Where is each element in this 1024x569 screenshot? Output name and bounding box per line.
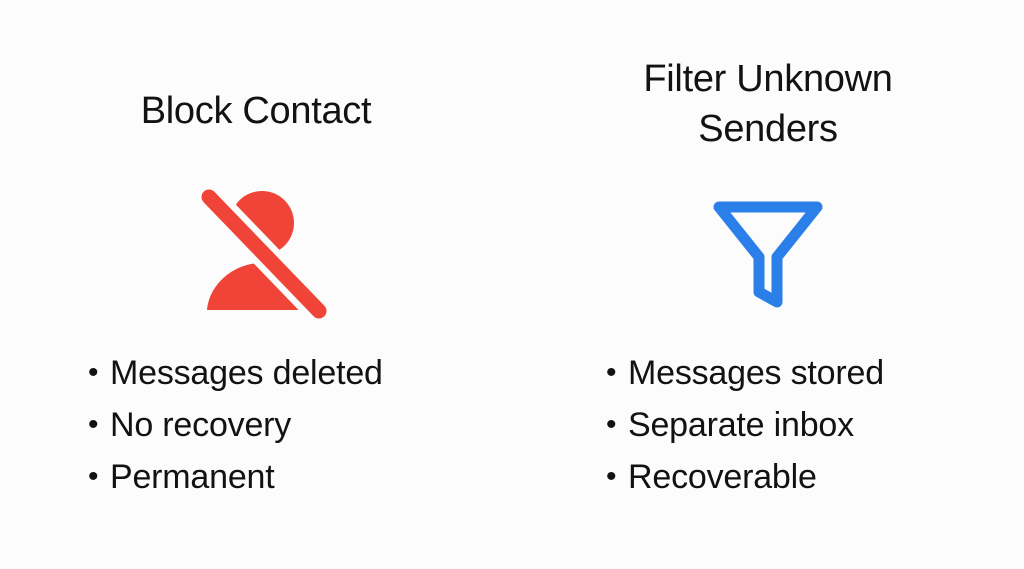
- bullet-dot-icon: •: [606, 356, 617, 389]
- bullet-dot-icon: •: [88, 408, 99, 441]
- funnel-filter-icon: [713, 201, 823, 308]
- bullet-dot-icon: •: [606, 408, 617, 441]
- bullet-dot-icon: •: [88, 460, 99, 493]
- list-item: • No recovery: [88, 399, 383, 451]
- bullet-label: Permanent: [110, 458, 275, 496]
- bullet-label: No recovery: [110, 406, 292, 444]
- list-item: • Separate inbox: [606, 399, 884, 451]
- comparison-column-filter-unknown-senders: Filter Unknown Senders • Messages stored…: [512, 0, 1024, 569]
- bullet-dot-icon: •: [606, 460, 617, 493]
- bullet-list-filter-unknown-senders: • Messages stored • Separate inbox • Rec…: [606, 347, 884, 503]
- bullet-list-block-contact: • Messages deleted • No recovery • Perma…: [88, 347, 383, 503]
- list-item: • Recoverable: [606, 451, 884, 503]
- bullet-dot-icon: •: [88, 356, 99, 389]
- comparison-column-block-contact: Block Contact •: [0, 90, 512, 503]
- bullet-label: Separate inbox: [628, 406, 854, 444]
- list-item: • Messages stored: [606, 347, 884, 399]
- bullet-label: Recoverable: [628, 458, 817, 496]
- list-item: • Permanent: [88, 451, 383, 503]
- icon-stage-block-contact: [0, 175, 512, 325]
- column-title-filter-unknown-senders: Filter Unknown Senders: [643, 58, 893, 150]
- icon-stage-filter-unknown-senders: [512, 180, 1024, 330]
- person-blocked-icon: [195, 183, 333, 325]
- bullet-label: Messages deleted: [110, 354, 383, 392]
- list-item: • Messages deleted: [88, 347, 383, 399]
- bullet-label: Messages stored: [628, 354, 884, 392]
- column-title-block-contact: Block Contact: [140, 90, 372, 132]
